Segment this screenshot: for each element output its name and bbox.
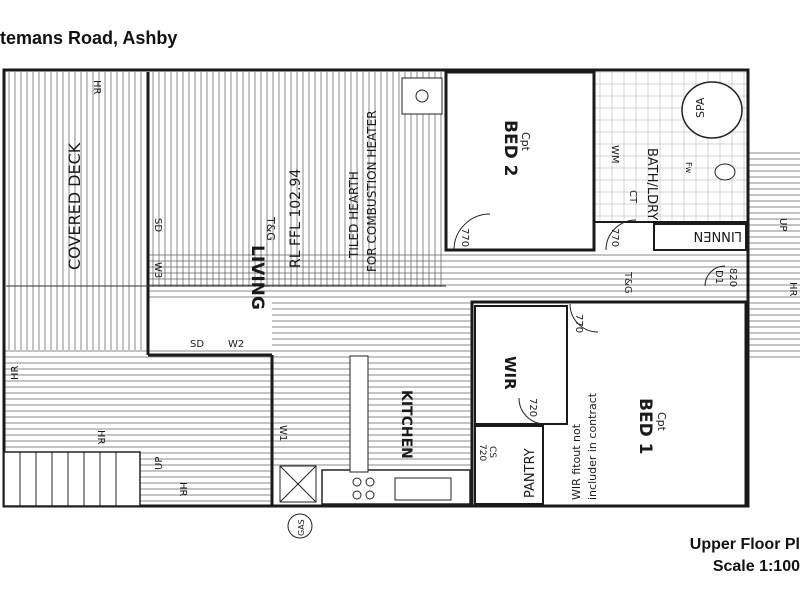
walls — [2, 68, 750, 508]
annotation-w2: W2 — [228, 339, 244, 350]
dim-720-wir: 720 — [527, 398, 538, 417]
annotation-wm: WM — [609, 145, 620, 164]
annotation-fw: Fw — [684, 162, 693, 174]
annotation-sd-2: SD — [190, 339, 204, 350]
annotation-gas: GAS — [297, 519, 306, 536]
annotation-hr-4: HR — [177, 482, 188, 497]
internal-stair — [3, 451, 141, 507]
label-covered-deck: COVERED DECK — [65, 142, 84, 270]
label-bed1-floor: Cpt — [655, 412, 668, 432]
label-pantry: PANTRY — [523, 448, 538, 498]
label-rl-ffl: RL FFL 102.94 — [288, 169, 304, 268]
annotation-cs: CS — [487, 446, 497, 458]
annotation-sd-1: SD — [152, 218, 163, 232]
doors — [453, 213, 726, 425]
annotation-ct: CT — [627, 190, 638, 204]
kitchen-bench — [279, 355, 471, 505]
hallway-floor — [148, 250, 748, 300]
label-kitchen: KITCHEN — [398, 390, 414, 459]
label-spa: SPA — [694, 97, 707, 118]
label-bed1: BED 1 — [635, 398, 655, 454]
annotation-d1: D1 — [713, 270, 724, 284]
address-title: temans Road, Ashby — [0, 28, 178, 48]
heater-box — [401, 77, 443, 115]
heater-icon — [415, 89, 429, 103]
annotation-w3: W3 — [152, 262, 163, 278]
label-wir-note-1: WIR fitout not — [570, 423, 583, 500]
label-hearth-1: TILED HEARTH — [347, 171, 361, 259]
spa-bath — [681, 81, 743, 139]
plan-title: Upper Floor Pl — [689, 536, 800, 553]
dim-770-bed1: 770 — [573, 314, 584, 333]
label-wir-note-2: includer in contract — [586, 392, 599, 500]
annotation-hr-1: HR — [91, 80, 102, 95]
gas-icon — [287, 513, 313, 539]
label-bed2: BED 2 — [500, 120, 520, 176]
annotation-up-1: UP — [154, 457, 165, 470]
label-bed2-floor: Cpt — [519, 132, 532, 152]
kitchen-floor — [272, 300, 472, 470]
annotation-w1: W1 — [277, 425, 288, 441]
dim-720-pantry: 720 — [477, 444, 487, 461]
external-stair — [748, 150, 800, 360]
label-bath-laundry: BATH/LDRY — [644, 148, 659, 220]
label-living: LIVING — [247, 245, 267, 310]
annotation-tg: T&G — [622, 271, 633, 294]
label-living-floor: T&G — [264, 216, 277, 241]
label-hearth-2: FOR COMBUSTION HEATER — [365, 110, 379, 272]
annotation-hr-2: HR — [10, 365, 21, 380]
plan-scale: Scale 1:100 — [712, 558, 800, 575]
dim-820: 820 — [727, 268, 738, 287]
toilet-icon — [714, 163, 736, 181]
label-wir: WIR — [501, 356, 519, 390]
annotation-hr-5: HR — [787, 282, 798, 297]
label-linnen: LINNEN — [694, 228, 742, 243]
annotation-hr-3: HR — [95, 430, 106, 445]
annotation-up-2: UP — [777, 218, 788, 231]
dim-770-bed2: 770 — [459, 228, 470, 247]
dim-770-bath: 770 — [609, 228, 620, 247]
